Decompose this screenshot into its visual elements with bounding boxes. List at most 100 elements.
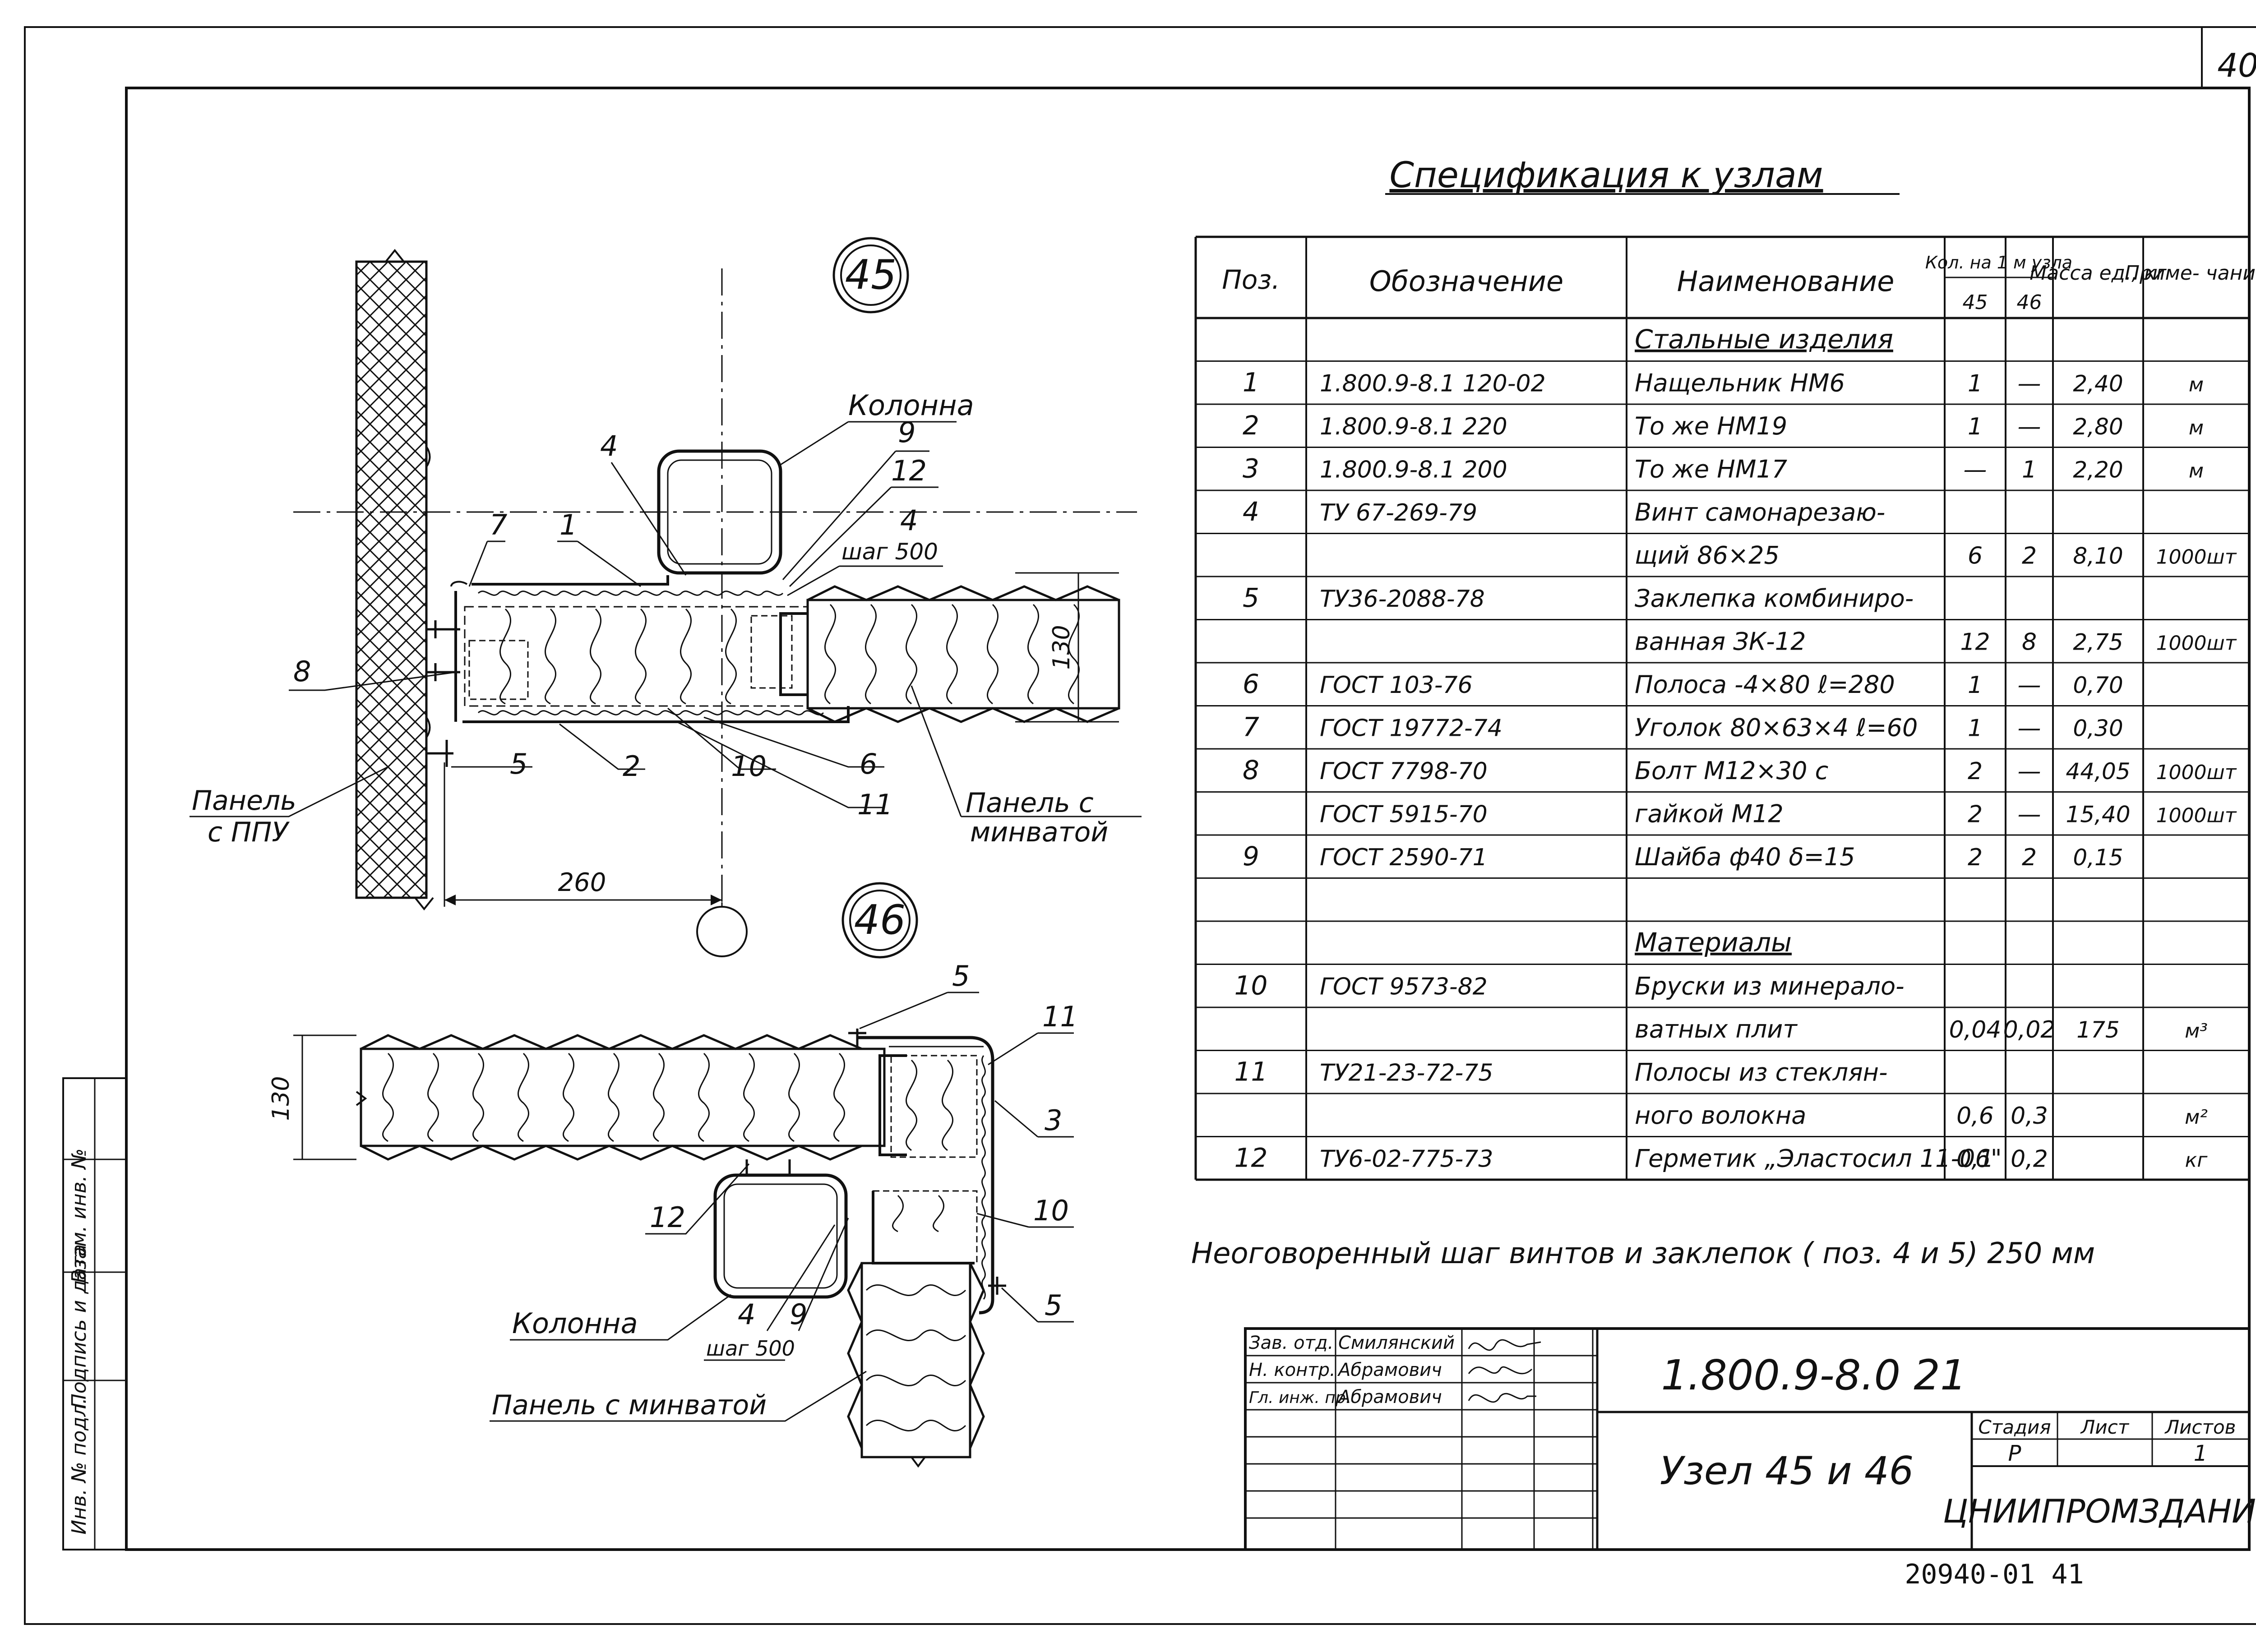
label-panel-minwool-2: минватой xyxy=(970,817,1108,848)
table-cell-qty46: 2 xyxy=(2022,844,2037,871)
table-cell-designation: ТУ6-02-775-73 xyxy=(1320,1145,1493,1172)
svg-text:260: 260 xyxy=(558,868,606,897)
table-cell-designation: ТУ36-2088-78 xyxy=(1320,586,1485,613)
label-panel-ppu-2: с ППУ xyxy=(208,817,290,848)
stamp-role-1: Зав. отд. xyxy=(1249,1333,1333,1353)
svg-text:45: 45 xyxy=(845,251,897,299)
callout-46-12: 12 xyxy=(650,1201,685,1234)
callout-45-9: 9 xyxy=(898,416,915,449)
mineral-wool-block xyxy=(464,606,809,707)
stamp-stadia-label: Стадия xyxy=(1978,1416,2051,1438)
glass-fiber-strip-top xyxy=(477,591,784,596)
table-cell-pos: 11 xyxy=(1234,1056,1268,1087)
dimension-130-45: 130 xyxy=(1015,572,1119,723)
table-cell-qty45: 12 xyxy=(1960,628,1990,655)
stamp-name-1: Смилянский xyxy=(1338,1333,1455,1353)
label-shag-45: шаг 500 xyxy=(841,539,938,565)
table-cell-qty46: 0,2 xyxy=(2011,1145,2048,1172)
table-cell-name: Нащельник НМ6 xyxy=(1635,369,1845,397)
flashing-strips xyxy=(450,575,850,723)
table-cell-name: Материалы xyxy=(1635,927,1792,958)
column-tube xyxy=(657,449,782,575)
minwool-panel-46-horizontal xyxy=(356,1034,886,1161)
table-cell-mass: 44,05 xyxy=(2066,758,2130,784)
header-name: Наименование xyxy=(1677,265,1895,298)
c-profile-46 xyxy=(878,1054,907,1156)
svg-text:130: 130 xyxy=(268,1076,295,1121)
callout-45-11: 11 xyxy=(857,788,893,821)
table-cell-note: м xyxy=(2189,459,2204,482)
table-cell-name: ватных плит xyxy=(1635,1015,1798,1043)
table-cell-designation: ТУ21-23-72-75 xyxy=(1320,1059,1493,1086)
table-cell-pos: 9 xyxy=(1243,841,1259,872)
stamp-name-3: Абрамович xyxy=(1337,1387,1442,1407)
table-cell-name: Стальные изделия xyxy=(1635,324,1893,355)
minwool-panel-46-vertical xyxy=(847,1262,985,1468)
side-stamp-signature: Подпись и дата xyxy=(68,1244,91,1408)
stamp-listov-value: 1 xyxy=(2194,1441,2208,1466)
table-cell-pos: 5 xyxy=(1243,582,1259,613)
callout-45-8: 8 xyxy=(293,655,311,688)
table-cell-designation: ГОСТ 7798-70 xyxy=(1320,758,1488,785)
table-cell-qty45: 6 xyxy=(1968,542,1983,569)
table-cell-qty46: 2 xyxy=(2022,542,2037,569)
stamp-listov-label: Листов xyxy=(2164,1416,2236,1438)
table-cell-designation: 1.800.9-8.1 120-02 xyxy=(1320,370,1546,397)
side-stamp-inv: Инв. № подл. xyxy=(68,1398,91,1535)
table-cell-name: То же НМ19 xyxy=(1635,412,1787,440)
table-cell-note: м² xyxy=(2185,1106,2208,1129)
stamp-stadia-value: Р xyxy=(2008,1441,2021,1466)
column-tube-46 xyxy=(713,1173,848,1299)
table-cell-pos: 7 xyxy=(1243,711,1259,742)
table-cell-qty46: 0,02 xyxy=(2003,1016,2056,1043)
mineral-wool-corner-upper xyxy=(890,1055,978,1158)
detail-45-labels: Колонна 4 9 12 4 шаг 500 7 1 8 Панель с … xyxy=(190,389,1142,848)
table-cell-pos: 6 xyxy=(1243,669,1259,699)
table-cell-mass: 2,80 xyxy=(2073,414,2123,440)
header-qty: Кол. на 1 м узла xyxy=(1925,253,2072,272)
signature-1 xyxy=(1468,1339,1541,1351)
label-panel-minwool-1: Панель с xyxy=(966,787,1094,819)
callout-45-6: 6 xyxy=(860,748,877,780)
archive-code: 20940-01 41 xyxy=(1905,1559,2084,1590)
table-cell-name: Бруски из минерало- xyxy=(1635,972,1905,1000)
callout-45-4b: 4 xyxy=(900,504,918,537)
detail-46-badge: 46 xyxy=(841,882,918,959)
table-cell-designation: 1.800.9-8.1 220 xyxy=(1320,413,1507,440)
table-cell-qty46: — xyxy=(2018,758,2041,785)
table-cell-name: Уголок 80×63×4 ℓ=60 xyxy=(1635,713,1918,742)
page-number-box: 40 xyxy=(2201,27,2256,88)
table-cell-name: гайкой М12 xyxy=(1635,799,1784,828)
detail-45-badge: 45 xyxy=(832,237,909,314)
table-cell-qty45: 0,6 xyxy=(1956,1103,1994,1130)
table-cell-mass: 15,40 xyxy=(2066,801,2130,827)
callout-45-2: 2 xyxy=(623,750,640,783)
label-kolonna-45: Колонна xyxy=(848,389,974,422)
table-cell-name: Герметик „Эластосил 11-06" xyxy=(1635,1144,2002,1172)
stamp-organization: ЦНИИПРОМЗДАНИЙ xyxy=(1943,1492,2256,1530)
label-panel-minwool-46: Панель с минватой xyxy=(492,1389,767,1421)
table-cell-qty45: 1 xyxy=(1968,672,1983,699)
title-block: Зав. отд. Н. контр. Гл. инж. пр. Смилянс… xyxy=(1244,1327,2256,1551)
corner-flashing xyxy=(857,1036,994,1315)
table-cell-qty46: — xyxy=(2018,413,2041,440)
mineral-wool-corner-lower xyxy=(872,1190,978,1264)
glass-fiber-strip-bottom xyxy=(477,710,824,715)
table-cell-name: Полосы из стеклян- xyxy=(1635,1058,1887,1086)
table-cell-pos: 1 xyxy=(1243,367,1259,397)
table-cell-mass: 175 xyxy=(2076,1017,2119,1043)
callout-45-4a: 4 xyxy=(600,429,618,462)
callout-45-7: 7 xyxy=(490,508,507,541)
callout-46-9: 9 xyxy=(790,1298,807,1331)
table-cell-pos: 8 xyxy=(1243,755,1259,785)
ppu-panel xyxy=(355,249,434,911)
table-cell-qty46: — xyxy=(2018,801,2041,828)
table-cell-name: ного волокна xyxy=(1635,1101,1806,1130)
header-qty-45: 45 xyxy=(1963,291,1988,314)
table-cell-qty46: — xyxy=(2018,672,2041,699)
label-shag-46: шаг 500 xyxy=(706,1336,795,1361)
table-cell-qty45: — xyxy=(1964,456,1987,483)
table-cell-qty46: — xyxy=(2018,370,2041,397)
